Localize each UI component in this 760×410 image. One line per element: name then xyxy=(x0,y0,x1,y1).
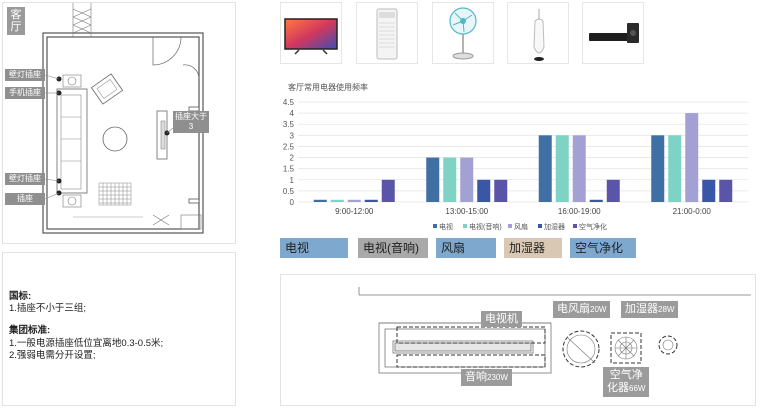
bar-2-4 xyxy=(606,179,620,202)
bar-1-0 xyxy=(426,157,440,202)
fan-thumbnail[interactable] xyxy=(432,2,494,64)
x-tick-label: 16:00-19:00 xyxy=(558,207,601,216)
tag-socket-count: 插座大于3 xyxy=(173,111,209,133)
legend-label: 风扇 xyxy=(514,222,528,231)
legend-label: 空气净化 xyxy=(579,222,607,231)
usage-frequency-chart: 0 0.5 1 1.5 2 2.5 3 3.5 4 4.5 9:00-12:00 13:00-15:0… xyxy=(283,98,748,231)
humidifier-thumbnail[interactable] xyxy=(507,2,569,64)
legend-swatch xyxy=(433,224,437,228)
appliance-layout-drawing xyxy=(358,287,751,374)
air-purifier-thumbnail[interactable] xyxy=(356,2,418,64)
national-standard-item-1: 1.插座不小于三组; xyxy=(9,303,87,314)
bar-1-1 xyxy=(443,157,457,202)
legend-swatch xyxy=(538,224,542,228)
bar-3-1 xyxy=(668,135,682,202)
appliance-button-3[interactable]: 加湿器 xyxy=(504,238,562,258)
layout-diagram-panel: 电视机 电风扇20W 加湿器28W 音响230W 空气净化器66W xyxy=(280,274,756,406)
bar-3-3 xyxy=(702,179,716,202)
standards-panel: 国标: 1.插座不小于三组; 集团标准: 1.一般电源插座低位宜离地0.3-0.… xyxy=(2,252,236,406)
bar-0-3 xyxy=(364,199,378,202)
legend-swatch xyxy=(573,224,577,228)
soundbar-thumbnail[interactable] xyxy=(582,2,644,64)
tag-fan: 电风扇20W xyxy=(553,301,611,318)
y-tick-label: 1.5 xyxy=(283,165,295,174)
air-purifier-icon xyxy=(376,8,398,60)
group-standard-title: 集团标准: xyxy=(9,325,51,336)
tag-humidifier: 加湿器28W xyxy=(621,301,679,318)
y-tick-label: 2.5 xyxy=(283,142,295,151)
tag-phone-socket: 手机插座 xyxy=(5,87,45,99)
soundbar-icon xyxy=(589,23,639,43)
bar-2-0 xyxy=(538,135,552,202)
x-tick-label: 13:00-15:00 xyxy=(445,207,488,216)
floor-plan-drawing xyxy=(42,3,204,234)
y-tick-label: 4.5 xyxy=(283,98,295,107)
group-standard-item-1: 1.一般电源插座低位宜离地0.3-0.5米; xyxy=(9,338,164,349)
bar-2-3 xyxy=(589,199,603,202)
bar-0-4 xyxy=(381,179,395,202)
bar-3-0 xyxy=(651,135,665,202)
bar-1-3 xyxy=(477,179,491,202)
humidifier-icon xyxy=(533,9,545,61)
bar-1-2 xyxy=(460,157,474,202)
tv-thumbnail[interactable] xyxy=(280,2,342,64)
x-tick-label: 21:00-0:00 xyxy=(673,207,712,216)
legend-label: 电视(音响) xyxy=(469,222,502,231)
chart-title: 客厅常用电器使用频率 xyxy=(288,83,368,92)
tag-wall-light-socket: 壁灯插座 xyxy=(5,69,45,81)
floor-plan-panel: 客厅 xyxy=(2,2,236,244)
x-tick-label: 9:00-12:00 xyxy=(335,207,374,216)
y-tick-label: 3 xyxy=(290,131,295,140)
y-tick-label: 1 xyxy=(290,176,295,185)
tv-icon xyxy=(284,18,338,55)
legend-label: 电视 xyxy=(439,222,453,231)
y-tick-label: 2 xyxy=(290,154,295,163)
group-standard-item-2: 2.强弱电需分开设置; xyxy=(9,350,96,361)
appliance-button-1[interactable]: 电视(音响) xyxy=(358,238,428,258)
room-label: 客厅 xyxy=(7,7,25,35)
fan-icon xyxy=(449,7,477,60)
tag-tv: 电视机 xyxy=(481,311,522,327)
y-tick-label: 4 xyxy=(290,109,295,118)
tag-wall-light-socket-2: 壁灯插座 xyxy=(5,173,45,185)
bar-1-4 xyxy=(494,179,508,202)
national-standard-title: 国标: xyxy=(9,291,32,302)
legend-swatch xyxy=(508,224,512,228)
bar-0-1 xyxy=(330,199,344,202)
legend-label: 加湿器 xyxy=(544,222,565,231)
appliance-button-2[interactable]: 风扇 xyxy=(436,238,496,258)
tag-speaker: 音响230W xyxy=(461,369,512,386)
tag-air-purifier: 空气净化器66W xyxy=(603,367,650,397)
bar-2-1 xyxy=(555,135,569,202)
bar-0-2 xyxy=(347,199,361,202)
tag-socket: 插座 xyxy=(5,193,45,205)
legend-swatch xyxy=(463,224,467,228)
y-tick-label: 0 xyxy=(290,198,295,207)
bar-0-0 xyxy=(313,199,327,202)
bar-2-2 xyxy=(572,135,586,202)
y-tick-label: 3.5 xyxy=(283,120,295,129)
y-tick-label: 0.5 xyxy=(283,187,295,196)
appliance-button-0[interactable]: 电视 xyxy=(280,238,348,258)
appliance-button-4[interactable]: 空气净化 xyxy=(570,238,636,258)
bar-3-4 xyxy=(719,179,733,202)
bar-3-2 xyxy=(685,113,699,202)
